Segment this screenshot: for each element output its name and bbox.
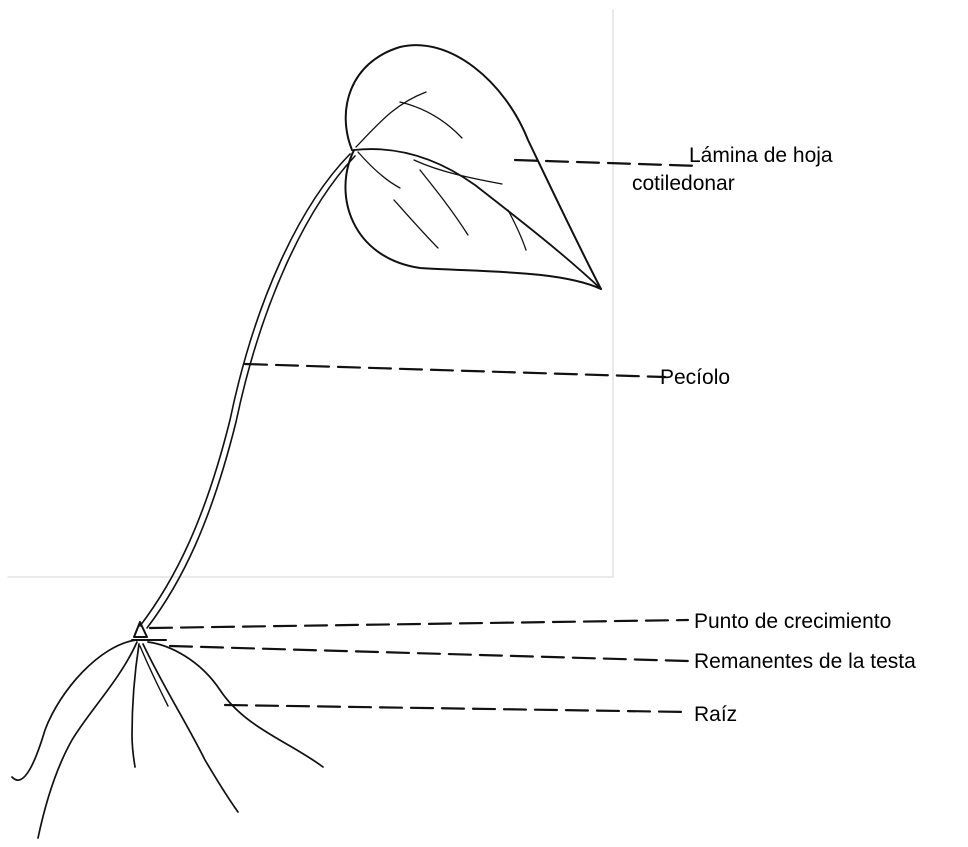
leaf-vein bbox=[357, 151, 401, 189]
label-lamina-line1: Lámina de hoja bbox=[689, 144, 833, 167]
leaf-vein bbox=[399, 101, 463, 139]
label-peciolo: Pecíolo bbox=[660, 366, 731, 389]
leaf-vein bbox=[413, 159, 503, 185]
leaf-vein bbox=[393, 199, 439, 249]
leader-line-punto-crecimiento bbox=[148, 618, 690, 630]
leader-line-remanentes-testa bbox=[168, 644, 690, 663]
leader-line-lamina bbox=[513, 158, 702, 168]
leaf-vein bbox=[419, 169, 469, 236]
leaf-vein bbox=[355, 91, 427, 148]
label-remanentes-testa: Remanentes de la testa bbox=[694, 650, 916, 673]
roots bbox=[11, 639, 324, 839]
leader-line-raiz bbox=[223, 703, 690, 714]
leaf-outline-upper bbox=[344, 44, 602, 290]
leader-line-peciolo bbox=[243, 362, 667, 379]
label-punto-crecimiento: Punto de crecimiento bbox=[694, 610, 892, 633]
growing-point bbox=[131, 621, 167, 641]
leaf-vein bbox=[507, 209, 527, 251]
label-lamina-line2: cotiledonar bbox=[632, 172, 735, 195]
label-raiz: Raíz bbox=[694, 703, 738, 726]
leaf-midrib bbox=[353, 148, 602, 290]
cotyledon-leaf bbox=[344, 44, 602, 290]
leaf-outline-lower bbox=[344, 149, 602, 290]
petiole bbox=[139, 153, 356, 629]
